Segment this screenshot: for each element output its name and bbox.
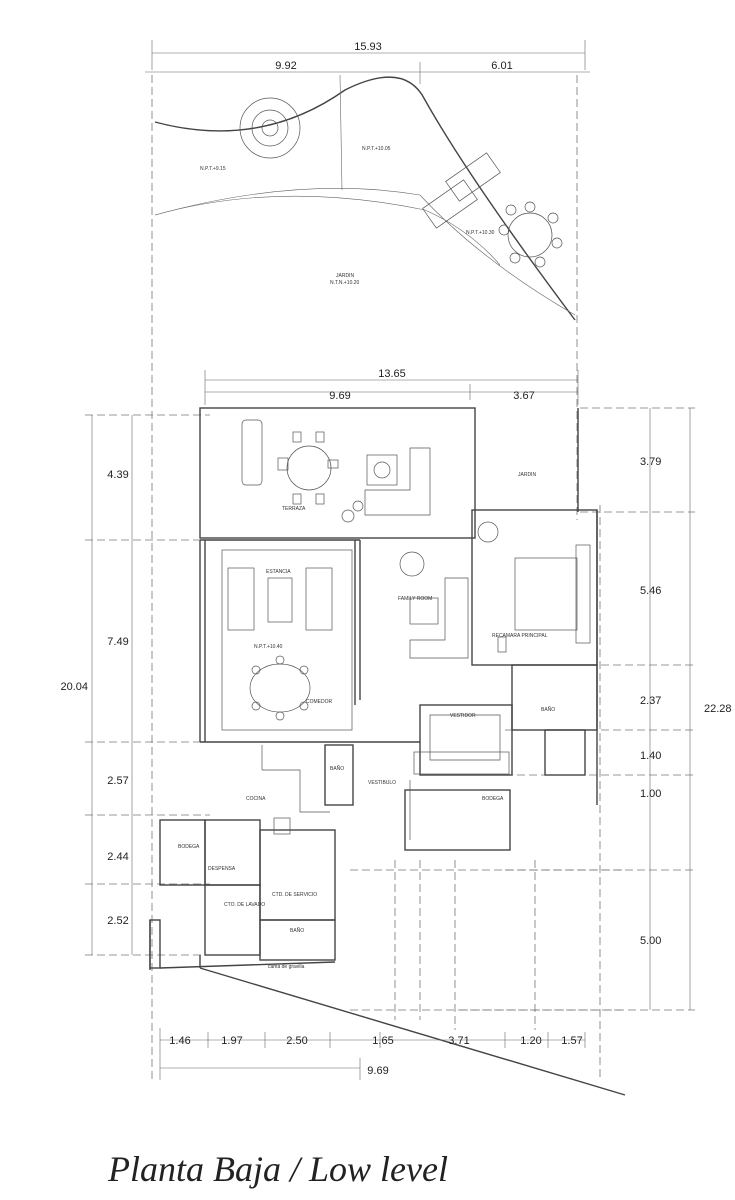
right-dimension-chain: 22.28 3.79 5.46 2.37 1.40 1.00 5.00 (460, 407, 732, 1011)
left-dimension-chain: 20.04 4.39 7.49 2.57 2.44 2.52 (60, 414, 210, 956)
dim-right-seg-2: 5.46 (640, 585, 661, 597)
label-bodega-2: BODEGA (178, 844, 200, 850)
label-cocina: COCINA (246, 796, 266, 802)
dim-right-seg-1: 3.79 (640, 456, 661, 468)
dim-left-seg-2: 7.49 (107, 636, 128, 648)
bottom-dimension-chain: 1.46 1.97 2.50 1.65 3.71 1.20 1.57 9.69 (159, 1028, 586, 1080)
label-vestibulo: VESTIBULO (368, 780, 396, 786)
dim-right-seg-3: 2.37 (640, 695, 661, 707)
dim-right-seg-5: 1.00 (640, 788, 661, 800)
garden-area: N.P.T.+9.15 N.P.T.+10.05 N.P.T.+10.30 JA… (151, 74, 578, 1080)
label-recamara: RECAMARA PRINCIPAL (492, 633, 548, 639)
dim-mid-right: 3.67 (513, 390, 534, 402)
dim-bottom-seg-4: 1.65 (372, 1035, 393, 1047)
label-comedor: COMEDOR (306, 699, 333, 705)
label-family-room: FAMILY ROOM (398, 596, 432, 602)
label-npt-1040: N.P.T.+10.40 (254, 644, 283, 650)
dim-bottom-seg-2: 1.97 (221, 1035, 242, 1047)
dim-bottom-total: 9.69 (367, 1065, 388, 1077)
plan-caption: Planta Baja / Low level (108, 1149, 448, 1189)
carport-area (350, 505, 625, 1080)
dim-top-total: 15.93 (354, 41, 382, 53)
dim-mid-total: 13.65 (378, 368, 406, 380)
label-jardin-right: JARDIN (518, 472, 536, 478)
dim-right-total: 22.28 (704, 703, 732, 715)
label-ctd-lavado: CTO. DE LAVADO (224, 902, 265, 908)
label-jardin-top: JARDIN (336, 273, 354, 279)
label-jardin-top-level: N.T.N.+10.20 (330, 280, 360, 286)
dim-bottom-seg-7: 1.57 (561, 1035, 582, 1047)
room-labels: TERRAZA JARDIN ESTANCIA FAMILY ROOM RECA… (178, 472, 555, 970)
dim-top-left: 9.92 (275, 60, 296, 72)
label-estancia: ESTANCIA (266, 569, 291, 575)
furniture (221, 419, 591, 840)
label-bano-3: BAÑO (290, 927, 304, 934)
dim-right-seg-4: 1.40 (640, 750, 661, 762)
label-vestidor: VESTIDOR (450, 713, 476, 719)
label-npt-915: N.P.T.+9.15 (200, 166, 226, 172)
dim-left-seg-5: 2.52 (107, 915, 128, 927)
mid-dimension-chain: 13.65 9.69 3.67 (204, 368, 579, 405)
dim-mid-left: 9.69 (329, 390, 350, 402)
dim-bottom-seg-5: 3.71 (448, 1035, 469, 1047)
label-bodega-1: BODEGA (482, 796, 504, 802)
dim-top-right: 6.01 (491, 60, 512, 72)
dim-left-total: 20.04 (60, 681, 88, 693)
label-npt-1030: N.P.T.+10.30 (466, 230, 495, 236)
label-bano-1: BAÑO (541, 706, 555, 713)
dim-left-seg-3: 2.57 (107, 775, 128, 787)
dim-bottom-seg-3: 2.50 (286, 1035, 307, 1047)
dim-left-seg-4: 2.44 (107, 851, 128, 863)
dim-bottom-seg-1: 1.46 (169, 1035, 190, 1047)
label-terraza: TERRAZA (282, 506, 306, 512)
label-bano-2: BAÑO (330, 765, 344, 772)
top-dimension-chain: 15.93 9.92 6.01 (145, 40, 590, 84)
dim-left-seg-1: 4.39 (107, 469, 128, 481)
label-npt-1005: N.P.T.+10.05 (362, 146, 391, 152)
label-despensa: DESPENSA (208, 866, 236, 872)
dim-right-seg-6: 5.00 (640, 935, 661, 947)
house-walls (149, 407, 626, 1096)
label-cama-gravilla: cama de gravilla (268, 964, 305, 970)
dim-bottom-seg-6: 1.20 (520, 1035, 541, 1047)
label-ctd-servicio: CTD. DE SERVICIO (272, 892, 317, 898)
